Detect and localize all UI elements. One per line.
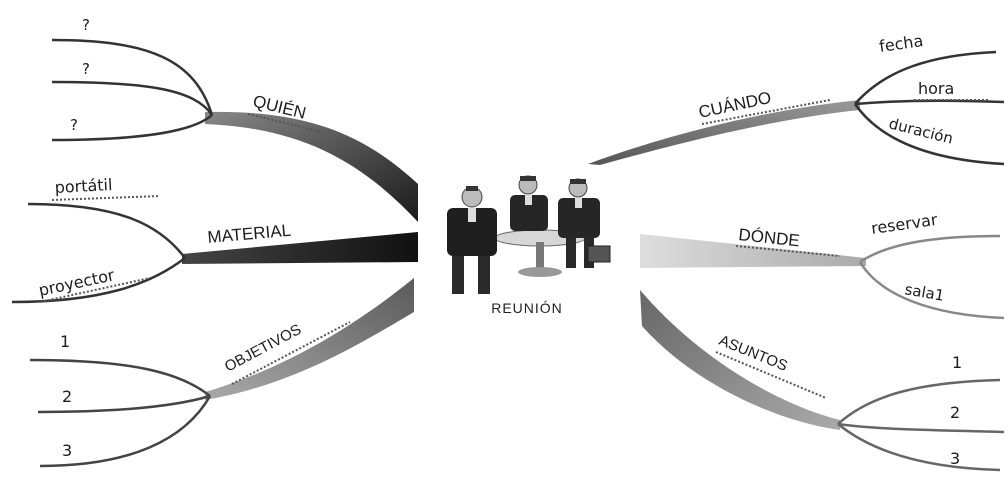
branch-objetivos-item-2: 2 — [62, 387, 72, 406]
branch-objetivos-twig-1 — [29, 358, 211, 397]
person-icon — [510, 175, 548, 231]
branch-donde: DÓNDE reservar sala1 — [640, 210, 1005, 320]
branch-material-twig-1 — [27, 202, 186, 259]
branch-material-label: MATERIAL — [207, 221, 292, 247]
branch-asuntos-twig-1 — [837, 378, 1001, 425]
branch-quien-twig-2 — [51, 80, 214, 116]
branch-cuando-underline — [701, 99, 831, 125]
center-label: REUNIÓN — [491, 300, 563, 316]
branch-quien-item-2: ? — [82, 60, 90, 78]
branch-cuando-twig-1 — [854, 50, 997, 105]
branch-cuando-item-2: hora — [918, 79, 954, 98]
branch-objetivos-stem — [205, 278, 414, 400]
branch-asuntos-item-1: 1 — [952, 353, 962, 372]
branch-cuando-item-3: duración — [887, 114, 955, 147]
branch-asuntos-item-3: 3 — [950, 449, 960, 468]
branch-donde-item-1: reservar — [870, 210, 939, 238]
person-icon — [447, 186, 497, 294]
branch-material-stem — [182, 232, 418, 264]
meeting-table-base — [518, 267, 562, 277]
branch-quien-item-3: ? — [70, 116, 78, 134]
branch-cuando-stem — [588, 100, 860, 165]
branch-objetivos-item-3: 3 — [62, 441, 72, 460]
branch-donde-stem — [640, 234, 866, 268]
branch-asuntos-item-2: 2 — [950, 403, 960, 422]
branch-donde-twig-2 — [858, 261, 1005, 320]
branch-objetivos-twig-3 — [39, 395, 212, 468]
branch-material: MATERIAL portátil proyector — [11, 175, 418, 304]
branch-donde-twig-1 — [859, 234, 1001, 264]
branch-quien-twig-1 — [51, 38, 214, 116]
branch-donde-underline — [735, 245, 841, 257]
branch-cuando-twig-2 — [854, 99, 1005, 106]
branch-cuando-twig-3 — [853, 103, 1005, 166]
branch-material-item-1-underline — [51, 195, 161, 201]
branch-asuntos-twig-3 — [837, 423, 1001, 472]
branch-quien-twig-3 — [51, 114, 213, 142]
meeting-illustration — [447, 175, 611, 294]
branch-objetivos-item-1: 1 — [60, 332, 70, 351]
branch-objetivos-twig-2 — [37, 394, 211, 414]
branch-asuntos-stem — [640, 290, 840, 430]
branch-material-item-1: portátil — [54, 175, 113, 197]
person-icon — [558, 178, 611, 268]
branch-objetivos: OBJETIVOS 1 2 3 — [29, 278, 414, 468]
branch-material-item-2-underline — [39, 277, 151, 303]
branch-quien-underline — [247, 113, 323, 133]
branch-quien-item-1: ? — [82, 16, 90, 34]
branch-asuntos: ASUNTOS 1 2 3 — [640, 290, 1005, 472]
branch-cuando-item-1: fecha — [878, 31, 924, 56]
branch-quien-stem — [205, 111, 418, 222]
branch-asuntos-twig-2 — [837, 422, 1005, 434]
branch-cuando: CUÁNDO fecha hora duración — [588, 31, 1005, 166]
meeting-table-leg — [536, 242, 544, 270]
